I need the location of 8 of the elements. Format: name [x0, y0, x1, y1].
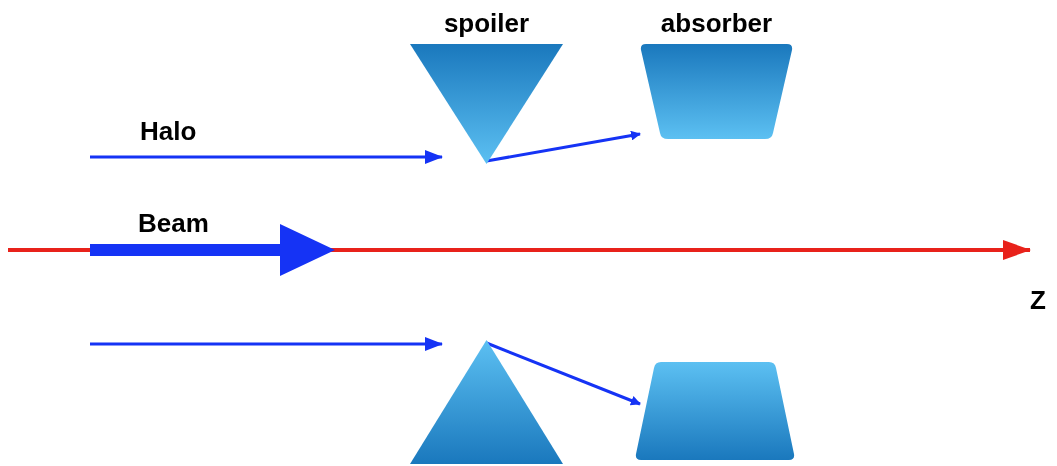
edge-label: Halo — [140, 116, 197, 146]
text-label: Beam — [138, 208, 209, 238]
arrow — [90, 337, 443, 351]
axis-label: Z — [1030, 285, 1046, 315]
part-label: absorber — [659, 8, 774, 38]
part-label: spoiler — [442, 8, 531, 38]
arrow — [486, 130, 641, 163]
arrow — [90, 150, 443, 164]
